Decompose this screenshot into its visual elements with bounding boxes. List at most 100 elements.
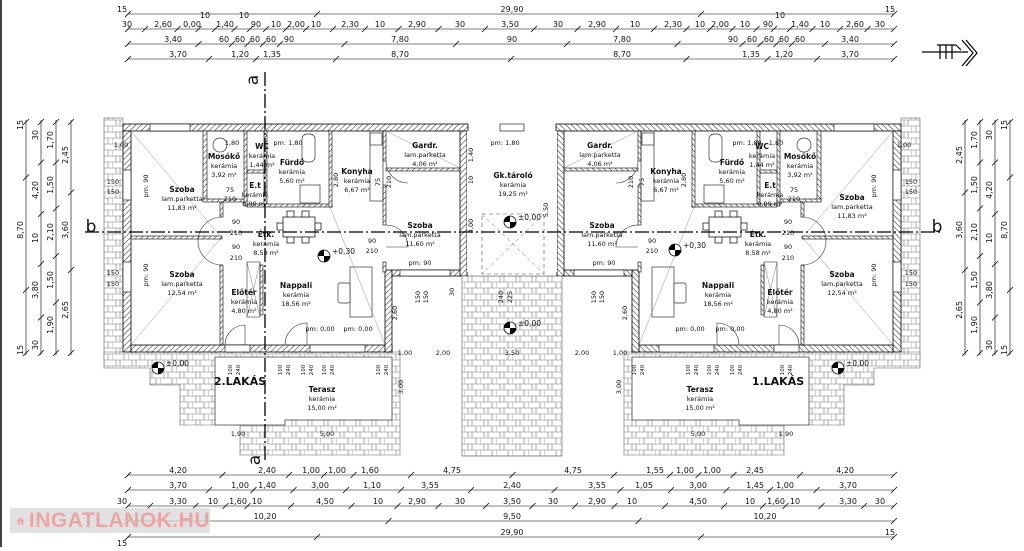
level-label: ±0,00 [518, 319, 541, 328]
top-dimension-label: 3,40 [841, 35, 859, 44]
dimension-tick [890, 502, 898, 510]
annotation: 210 [385, 176, 393, 188]
opening-spec-label: 100 [632, 364, 638, 375]
dimension-tick [52, 349, 60, 357]
bottom-dimension-label: 10 [373, 497, 383, 506]
room-floor-material: kerámia [687, 395, 713, 403]
annotation: 210 [782, 229, 794, 237]
annotation: pm: 90 [142, 264, 150, 287]
room-floor-material: kerámia [719, 168, 745, 176]
dimension-tick [635, 517, 642, 525]
room-area: 8,58 m² [745, 249, 771, 257]
room-name: Szoba [169, 185, 194, 194]
dimension-tick [961, 349, 969, 357]
opening-spec-label: 240 [738, 364, 744, 375]
side-paving [103, 117, 124, 359]
opening-spec-label: 240 [384, 364, 390, 375]
dimension-tick [991, 210, 999, 218]
room-name: Előtér [231, 288, 257, 297]
top-dimension-label: 1,35 [263, 50, 281, 59]
room-name: Előtér [767, 288, 793, 297]
opening-spec-label: 240 [788, 364, 794, 375]
room-area: 12,54 m² [827, 289, 857, 297]
annotation: 2,00 [575, 349, 589, 357]
room-floor-material: kerámia [231, 298, 257, 306]
kitchen-counter [369, 130, 384, 202]
dimension-tick [991, 260, 999, 268]
room-floor-material: kerámia [757, 191, 783, 199]
room-floor-material: lam.parketta [161, 195, 203, 203]
window [224, 344, 251, 353]
building-half-geometry [103, 117, 469, 456]
bottom-dimension-label: 1,60 [767, 497, 785, 506]
dimension-tick [890, 25, 898, 33]
dimension-tick [818, 502, 825, 510]
bottom-dimension-label: 2,90 [588, 497, 606, 506]
bottom-dimension-label: 15 [885, 528, 895, 537]
top-dimension-label: 2,90 [588, 20, 606, 29]
right-dimension-label: 30 [985, 340, 994, 350]
dimension-tick [290, 486, 297, 494]
dimension-tick [723, 486, 730, 494]
dimension-tick [976, 299, 984, 306]
bottom-dimension-label: 4,50 [316, 497, 334, 506]
dimension-tick [766, 486, 774, 494]
dimension-tick [1006, 118, 1014, 126]
dimension-tick [452, 40, 460, 48]
dimension-tick [37, 260, 45, 268]
annotation: pm: 0,00 [675, 325, 704, 333]
bottom-dimension-label: 2,40 [503, 481, 521, 490]
dimension-tick [435, 502, 442, 510]
room-floor-material: kerámia [279, 168, 305, 176]
dimension-tick [611, 502, 618, 510]
annotation: 90 [648, 237, 656, 245]
room-name: Gardr. [587, 141, 613, 150]
top-dimension-label: 60 [747, 35, 757, 44]
room-area: 5,60 m² [279, 177, 305, 185]
dining-table [282, 216, 316, 238]
dimension-tick [1006, 286, 1014, 294]
room-floor-material: kerámia [787, 162, 813, 170]
opening-spec-label: 100 [278, 364, 284, 375]
dimension-tick [302, 25, 310, 33]
left-dimension-label: 10 [31, 233, 40, 243]
top-dimension-label: 1,20 [775, 50, 793, 59]
bottom-dimension-label: 1,00 [328, 466, 346, 475]
bottom-dimension-label: 10 [790, 497, 800, 506]
bottom-dimension-label: 3,00 [689, 481, 707, 490]
annotation: 150 [107, 188, 119, 196]
storage-door-cross [481, 213, 545, 275]
dimension-tick [782, 502, 789, 510]
bottom-dimension-label: 4,75 [564, 466, 582, 475]
annotation: 150 [905, 280, 917, 288]
dimension-tick [282, 25, 290, 33]
dimension-tick [285, 471, 293, 479]
top-dimension-label: 1,35 [742, 50, 760, 59]
opening-spec-label: 100 [322, 364, 328, 375]
top-dimension-label: 1,40 [791, 20, 809, 29]
top-dimension-label: 3,40 [164, 35, 182, 44]
dimension-tick [332, 55, 340, 63]
bottom-dimension-label: 3,70 [839, 481, 857, 490]
dimension-tick [313, 533, 321, 541]
room-area: 4,80 m² [767, 307, 793, 315]
left-dimension-label: 3,60 [61, 221, 70, 239]
top-dimension-label: 10 [820, 20, 830, 29]
left-dimension-label: 30 [31, 340, 40, 350]
dimension-tick [394, 502, 401, 510]
bottom-dimension-label: 30 [548, 497, 558, 506]
dimension-tick [788, 40, 796, 48]
dimension-tick [695, 471, 702, 479]
annotation: pm: 90 [142, 175, 150, 198]
annotation: 75 [226, 186, 234, 194]
terrace-slab [214, 356, 393, 426]
bottom-dimension-label: 3,30 [169, 497, 187, 506]
section-marker-b-right: b [932, 217, 943, 237]
top-dimension-label: 60 [235, 35, 245, 44]
top-dimension-label: 10 [740, 20, 750, 29]
dimension-tick [124, 25, 132, 33]
room-name: Nappali [702, 281, 734, 290]
annotation: 1,80 [225, 139, 239, 147]
annotation: 2,60 [621, 306, 629, 320]
top-dimension-label: 15 [885, 5, 895, 14]
